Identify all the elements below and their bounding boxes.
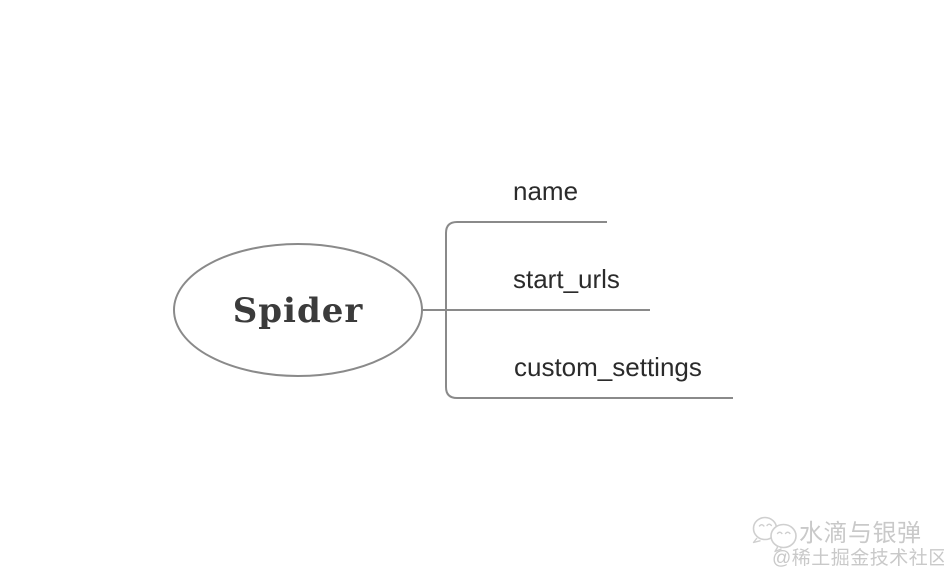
child-label-name: name [513,176,579,206]
child-label-custom-settings: custom_settings [514,352,702,382]
root-node-label: Spider [232,290,364,331]
branch-bracket [445,221,733,399]
watermark-subtitle: @稀土掘金技术社区 [772,548,944,569]
watermark-title: 水滴与银弹 [799,520,922,547]
child-label-start-urls: start_urls [513,264,620,294]
wechat-bubbles-icon [752,516,797,553]
